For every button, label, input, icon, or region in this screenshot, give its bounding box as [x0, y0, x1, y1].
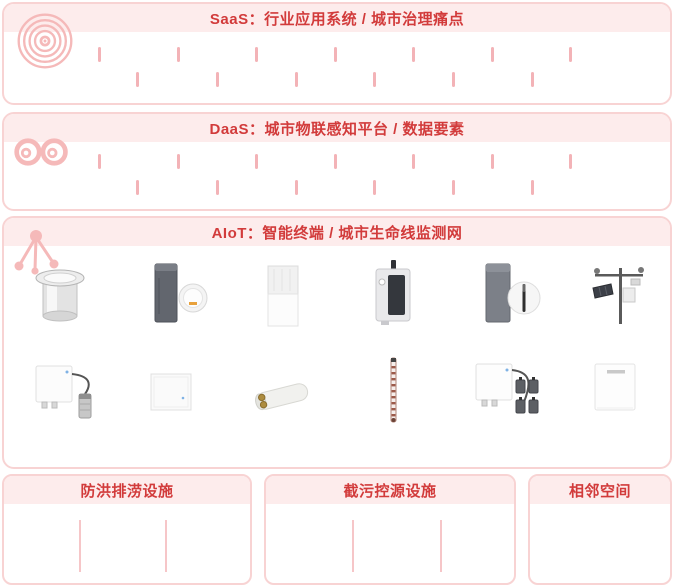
item-separator [177, 47, 180, 62]
item-separator [216, 72, 219, 87]
level-gauge-with-probe-image [4, 354, 115, 438]
item-separator [295, 180, 298, 195]
adjacent-space-box: 相邻空间 [528, 474, 672, 585]
item-separator [136, 180, 139, 195]
gas-detector-tower-image [115, 258, 226, 342]
saas-panel-header: SaaS：行业应用系统 / 城市治理痛点 [4, 4, 670, 32]
saas-panel: SaaS：行业应用系统 / 城市治理痛点 [2, 2, 672, 105]
item-separator [452, 180, 455, 195]
item-separator [531, 72, 534, 87]
aiot-device-row-2 [4, 350, 670, 442]
item-separator [334, 154, 337, 169]
item-separator [452, 72, 455, 87]
aiot-panel-title: AIoT：智能终端 / 城市生命线监测网 [211, 224, 463, 242]
multi-canister-sensor-image [448, 354, 559, 438]
item-separator [491, 47, 494, 62]
aiot-panel-header: AIoT：智能终端 / 城市生命线监测网 [4, 218, 670, 246]
tower-with-probe-sensor-image [448, 258, 559, 342]
daas-panel-header: DaaS：城市物联感知平台 / 数据要素 [4, 114, 670, 142]
daas-item-row-1 [4, 154, 670, 170]
item-separator [569, 47, 572, 62]
item-separator [98, 154, 101, 169]
item-separator [352, 520, 354, 572]
item-separator [412, 47, 415, 62]
item-separator [440, 520, 442, 572]
pollution-interception-facilities-header: 截污控源设施 [266, 476, 514, 504]
wall-mount-panel-image [559, 354, 670, 438]
item-separator [98, 47, 101, 62]
measuring-rod-sensor-image [337, 354, 448, 438]
item-separator [216, 180, 219, 195]
pollution-interception-facilities-body [266, 504, 514, 583]
weather-station-image [559, 258, 670, 342]
item-separator [373, 180, 376, 195]
item-separator [177, 154, 180, 169]
item-separator [295, 72, 298, 87]
monitoring-terminal-image [337, 258, 448, 342]
item-separator [491, 154, 494, 169]
item-separator [136, 72, 139, 87]
item-separator [334, 47, 337, 62]
item-separator [165, 520, 167, 572]
item-separator [255, 154, 258, 169]
item-separator [255, 47, 258, 62]
item-separator [79, 520, 81, 572]
saas-panel-title: SaaS：行业应用系统 / 城市治理痛点 [209, 10, 465, 28]
manhole-level-sensor-image [4, 258, 115, 342]
saas-item-row-1 [4, 47, 670, 63]
aiot-panel: AIoT：智能终端 / 城市生命线监测网 [2, 216, 672, 469]
daas-panel-title: DaaS：城市物联感知平台 / 数据要素 [209, 120, 465, 138]
adjacent-space-header: 相邻空间 [530, 476, 670, 504]
aiot-device-row-1 [4, 254, 670, 346]
item-separator [569, 154, 572, 169]
daas-panel: DaaS：城市物联感知平台 / 数据要素 [2, 112, 672, 211]
saas-item-row-2 [4, 72, 670, 88]
ultrasonic-capsule-sensor-image [226, 354, 337, 438]
item-separator [412, 154, 415, 169]
daas-item-row-2 [4, 180, 670, 196]
pollution-interception-facilities-title: 截污控源设施 [343, 482, 437, 500]
item-separator [373, 72, 376, 87]
flood-drainage-facilities-box: 防洪排涝设施 [2, 474, 252, 585]
flood-drainage-facilities-header: 防洪排涝设施 [4, 476, 250, 504]
flood-drainage-facilities-body [4, 504, 250, 583]
flood-drainage-facilities-title: 防洪排涝设施 [80, 482, 174, 500]
adjacent-space-body [530, 504, 670, 583]
stacked-white-box-sensor-image [226, 258, 337, 342]
pollution-interception-facilities-box: 截污控源设施 [264, 474, 516, 585]
adjacent-space-title: 相邻空间 [568, 482, 631, 500]
flat-panel-device-image [115, 354, 226, 438]
item-separator [531, 180, 534, 195]
